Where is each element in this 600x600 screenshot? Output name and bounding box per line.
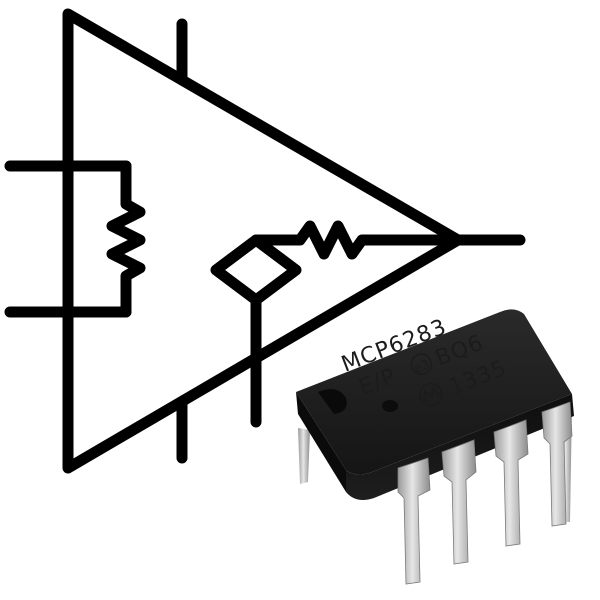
schematic-symbol: [4, 8, 526, 474]
front-pins: [397, 401, 573, 585]
pin-2: [441, 439, 477, 565]
dependent-source-diamond: [210, 234, 302, 306]
pin-3: [493, 419, 529, 547]
marking-badge: e3: [412, 357, 431, 375]
pin1-notch: [318, 389, 347, 414]
pin-1: [397, 457, 431, 585]
pin1-dot: [382, 400, 398, 412]
pin-4: [541, 401, 573, 527]
chip-body-side: [296, 392, 346, 492]
chip-body-top: [296, 309, 572, 475]
e3-badge: e3: [410, 353, 433, 375]
input-resistor: [106, 160, 146, 318]
microchip-logo-icon: [419, 382, 443, 407]
dip8-chip: MCP6283 E/P e3 BQ6 1335: [296, 309, 574, 585]
feedback-resistor: [250, 220, 464, 260]
opamp-triangle: [62, 8, 464, 474]
